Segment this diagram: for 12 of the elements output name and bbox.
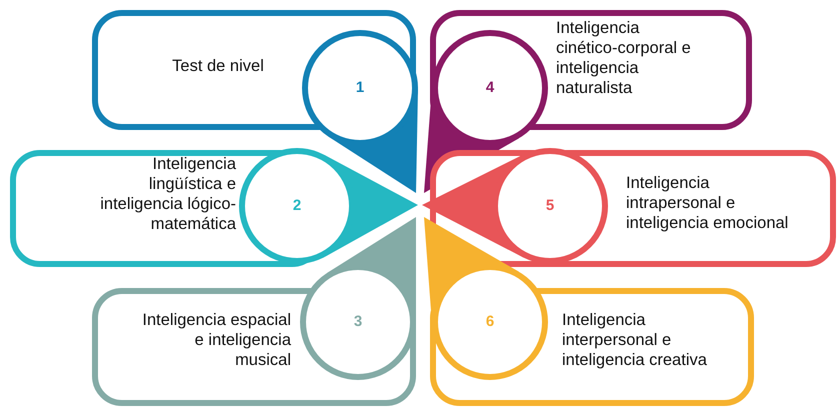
step-number: 5 <box>544 196 556 216</box>
description-text: Test de nivel <box>171 56 265 76</box>
description-text: Inteligencia intrapersonal e inteligencia emocional <box>626 173 790 233</box>
step-number: 2 <box>292 196 302 216</box>
description-text: Inteligencia interpersonal e inteligencia creativa <box>562 310 708 370</box>
step-number: 1 <box>354 78 366 98</box>
description-text: Inteligencia lingüística e inteligencia lógico-matemática <box>99 154 236 234</box>
step-number: 4 <box>484 78 496 98</box>
step-number: 6 <box>484 312 496 332</box>
description-text: Inteligencia cinético-corporal e inteligencia naturalista <box>556 18 692 98</box>
step-number: 3 <box>352 312 364 332</box>
description-text: Inteligencia espacial e inteligencia musical <box>141 310 291 370</box>
